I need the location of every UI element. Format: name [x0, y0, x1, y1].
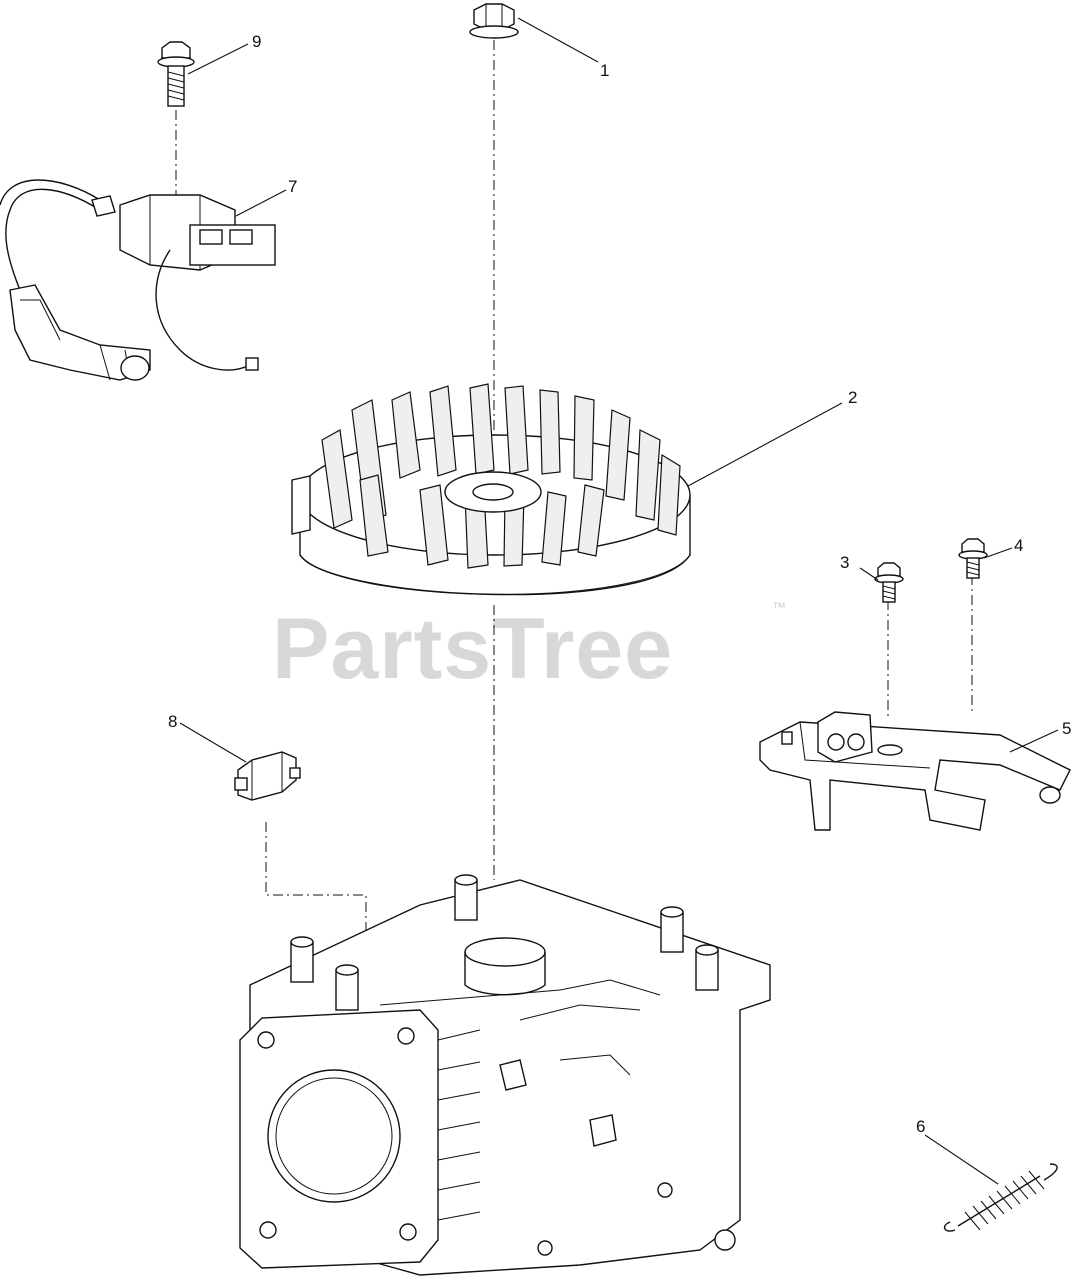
callout-7[interactable]: 7: [288, 177, 297, 196]
callout-5[interactable]: 5: [1062, 719, 1071, 738]
trademark-symbol: ™: [772, 599, 786, 615]
callout-3[interactable]: 3: [840, 553, 849, 572]
flywheel-key-part[interactable]: [234, 751, 301, 801]
callout-2[interactable]: 2: [848, 388, 857, 407]
callout-labels: 1 2 3 4 5 6 7 8 9: [168, 32, 1071, 1136]
callout-4[interactable]: 4: [1014, 536, 1023, 555]
bracket-bolt-4-part[interactable]: [958, 538, 988, 579]
callout-6[interactable]: 6: [916, 1117, 925, 1136]
watermark-text: PartsTree: [272, 601, 673, 697]
callout-1[interactable]: 1: [600, 61, 609, 80]
flange-nut-part[interactable]: [469, 3, 519, 39]
engine-crankcase-block: [239, 874, 771, 1276]
spring-part[interactable]: [943, 1163, 1058, 1232]
callout-leaders: [179, 17, 1059, 1185]
ignition-coil-part[interactable]: [0, 179, 276, 381]
bracket-bolt-3-part[interactable]: [874, 562, 904, 603]
callout-8[interactable]: 8: [168, 712, 177, 731]
control-bracket-part[interactable]: [759, 711, 1071, 831]
ignition-bolt-part[interactable]: [157, 41, 195, 107]
callout-9[interactable]: 9: [252, 32, 261, 51]
flywheel-part[interactable]: [291, 383, 691, 596]
